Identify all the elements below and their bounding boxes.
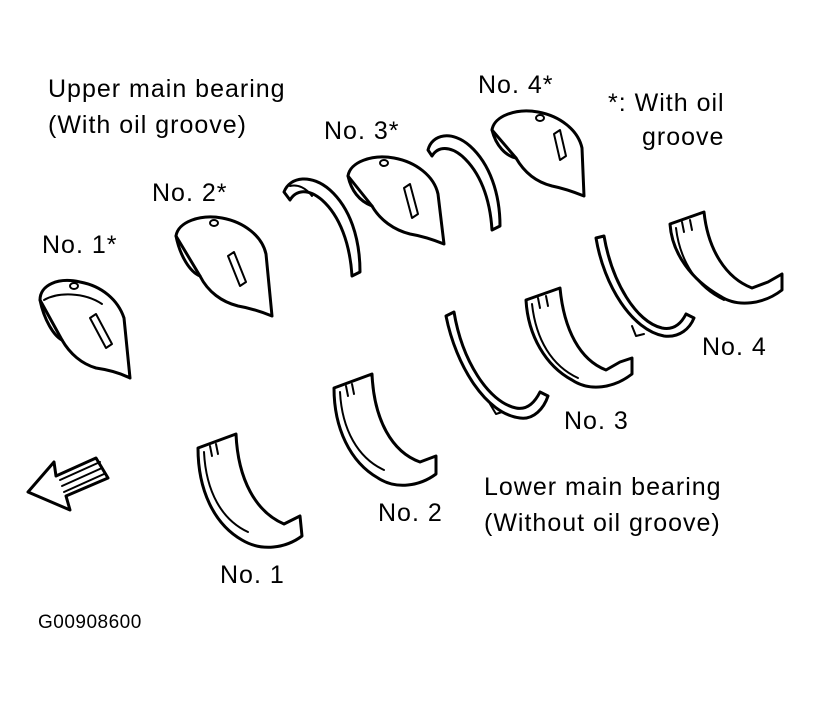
upper-bearing-no3 <box>346 155 446 246</box>
upper-bearing-no2 <box>174 215 274 318</box>
figure-code: G00908600 <box>38 612 142 633</box>
legend-line2: groove <box>642 123 725 151</box>
upper-label-no3: No. 3* <box>324 117 400 145</box>
upper-label-no1: No. 1* <box>42 231 118 259</box>
lower-label-no3: No. 3 <box>564 407 629 435</box>
lower-heading-line1: Lower main bearing <box>484 473 722 501</box>
lower-thrust-ring-no3-right <box>594 234 696 338</box>
lower-thrust-ring-no3-left <box>444 310 550 420</box>
upper-heading-line1: Upper main bearing <box>48 75 286 103</box>
lower-label-no4: No. 4 <box>702 333 767 361</box>
upper-bearing-no1 <box>38 279 132 380</box>
upper-thrust-ring-no3-left <box>282 177 362 278</box>
lower-bearing-no1 <box>196 432 304 549</box>
lower-bearing-no2 <box>332 372 438 487</box>
lower-label-no2: No. 2 <box>378 499 443 527</box>
upper-bearing-no4 <box>490 109 586 198</box>
arrow-front-icon <box>26 456 110 512</box>
lower-bearing-no3 <box>524 286 634 389</box>
upper-thrust-ring-no3-right <box>426 134 502 232</box>
legend-line1: *: With oil <box>608 89 725 117</box>
upper-label-no2: No. 2* <box>152 179 228 207</box>
upper-label-no4: No. 4* <box>478 71 554 99</box>
lower-heading-line2: (Without oil groove) <box>484 509 721 537</box>
upper-heading-line2: (With oil groove) <box>48 111 247 139</box>
lower-bearing-no4 <box>668 210 784 305</box>
lower-label-no1: No. 1 <box>220 561 285 589</box>
